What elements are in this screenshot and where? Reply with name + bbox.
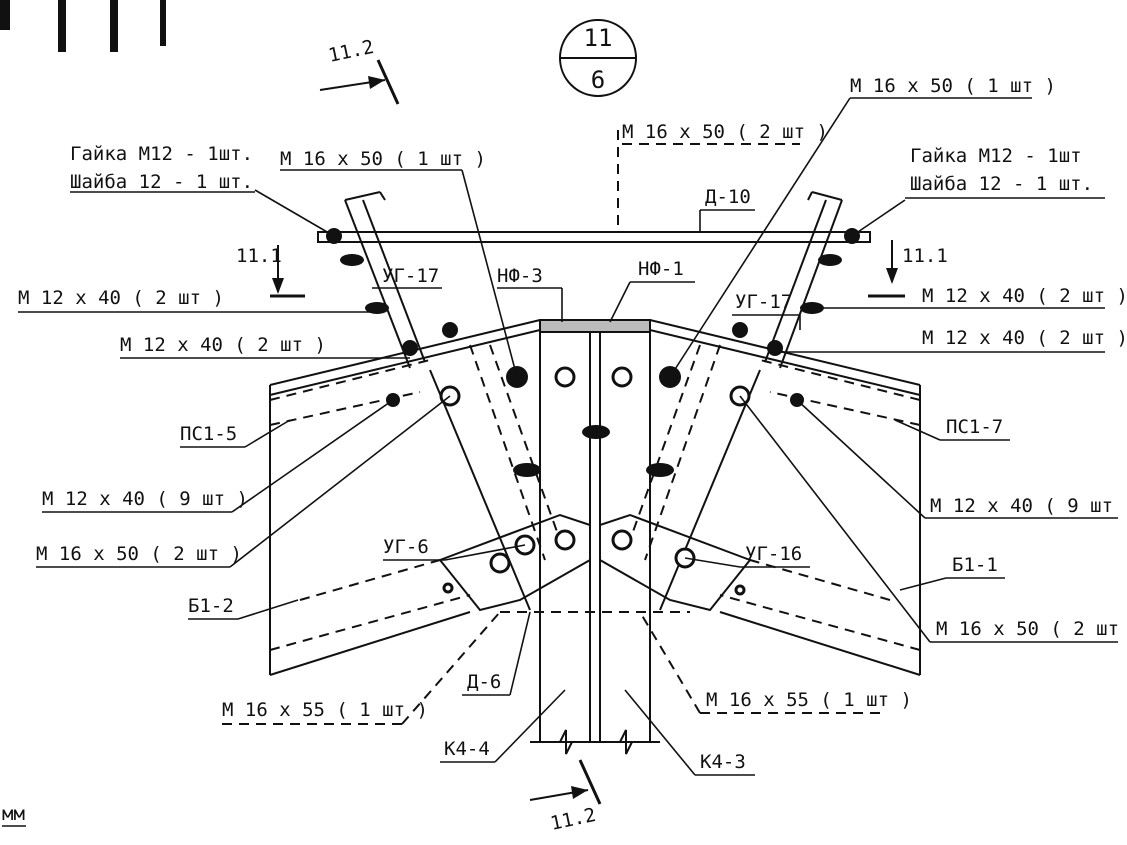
note-m16x50-2-left: M 16 x 50 ( 2 шт ): [36, 543, 242, 565]
note-m12x40-2-left-a: M 12 x 40 ( 2 шт ): [18, 287, 224, 309]
note-m12x40-2-right-a: M 12 x 40 ( 2 шт ): [922, 285, 1127, 307]
label-m16x55-left: M 16 x 55 ( 1 шт ): [222, 611, 501, 725]
section-mark-11-1-right: 11.1: [868, 240, 948, 298]
note-k4-4: К4-4: [444, 738, 490, 760]
label-m16x50-2-right: M 16 x 50 ( 2 шт ): [739, 395, 1127, 643]
label-m16x50-2-top: M 16 x 50 ( 2 шт ): [622, 121, 828, 145]
corner-note: мм: [2, 803, 26, 827]
section-mark-11-1-left: 11.1: [236, 245, 305, 298]
note-k4-3: К4-3: [700, 751, 746, 773]
columns: [530, 332, 660, 755]
section-mark-11-2-top: 11.2: [319, 36, 400, 105]
label-m12x40-2-left-b: M 12 x 40 ( 2 шт ): [120, 334, 410, 359]
label-k4-4: К4-4: [440, 689, 566, 763]
label-gaika-left: Гайка M12 - 1шт. Шайба 12 - 1 шт.: [70, 143, 335, 237]
label-m12x40-2-right-b: M 12 x 40 ( 2 шт ): [775, 327, 1127, 353]
note-b1-1: Б1-1: [952, 554, 998, 576]
label-ug17-right: УГ-17: [732, 291, 801, 330]
note-d10: Д-10: [705, 186, 751, 208]
note-ug17-left: УГ-17: [382, 265, 439, 287]
note-m16x50-2-top: M 16 x 50 ( 2 шт ): [622, 121, 828, 143]
label-m12x40-2-left-a: M 12 x 40 ( 2 шт ): [18, 287, 377, 313]
left-rafter: [344, 191, 426, 369]
note-m16x55-right: M 16 x 55 ( 1 шт ): [706, 689, 912, 711]
label-gaika-right: Гайка M12 - 1шт Шайба 12 - 1 шт.: [851, 145, 1105, 237]
note-m12x40-9-left: M 12 x 40 ( 9 шт ): [42, 488, 248, 510]
label-ps1-5: ПС1-5: [180, 419, 291, 448]
label-ug17-left: УГ-17: [372, 265, 442, 289]
border-fragment: [0, 0, 166, 52]
note-gaika-right: Гайка M12 - 1шт: [910, 145, 1082, 167]
note-nf1: НФ-1: [638, 258, 684, 280]
section-label-11-2-top: 11.2: [326, 36, 375, 67]
sheet-reference-marker: 11 6: [559, 19, 637, 97]
note-nf3: НФ-3: [497, 265, 543, 287]
label-nf3: НФ-3: [497, 265, 563, 322]
label-m16x50-1-left: M 16 x 50 ( 1 шт ): [280, 148, 518, 378]
note-m16x50-2-right: M 16 x 50 ( 2 шт ): [936, 618, 1127, 640]
note-m16x50-1-right: M 16 x 50 ( 1 шт ): [850, 75, 1056, 97]
label-m12x40-2-right-a: M 12 x 40 ( 2 шт ): [812, 285, 1127, 309]
label-m12x40-9-right: M 12 x 40 ( 9 шт ): [796, 399, 1127, 519]
beam-b1-2: [269, 359, 471, 676]
sheet-reference-bottom: 6: [591, 66, 605, 94]
tie-plate-d10: [317, 130, 871, 243]
label-b1-2: Б1-2: [188, 595, 299, 620]
note-ug6: УГ-6: [383, 536, 429, 558]
note-m16x55-left: M 16 x 55 ( 1 шт ): [222, 699, 428, 721]
note-ps1-5: ПС1-5: [180, 423, 237, 445]
note-m12x40-9-right: M 12 x 40 ( 9 шт ): [930, 495, 1127, 517]
note-d6: Д-6: [467, 671, 501, 693]
label-ug6: УГ-6: [383, 536, 526, 561]
note-m12x40-2-right-b: M 12 x 40 ( 2 шт ): [922, 327, 1127, 349]
note-m12x40-2-left-b: M 12 x 40 ( 2 шт ): [120, 334, 326, 356]
lower-gussets: [438, 513, 752, 613]
beam-b1-1: [719, 359, 921, 676]
section-label-11-1-right: 11.1: [902, 245, 948, 267]
note-shaiba-right: Шайба 12 - 1 шт.: [910, 173, 1093, 195]
sheet-reference-top: 11: [584, 24, 613, 52]
label-m16x55-right: M 16 x 55 ( 1 шт ): [639, 611, 912, 714]
diagonal-braces: [429, 344, 761, 611]
label-k4-3: К4-3: [624, 689, 755, 776]
note-b1-2: Б1-2: [188, 595, 234, 617]
label-b1-1: Б1-1: [899, 554, 1005, 591]
label-nf1: НФ-1: [609, 258, 695, 323]
label-m12x40-9-left: M 12 x 40 ( 9 шт ): [42, 399, 394, 513]
note-gaika-left: Гайка M12 - 1шт.: [70, 143, 253, 165]
label-d10: Д-10: [699, 186, 755, 232]
corner-note-text: мм: [2, 803, 25, 825]
label-m16x50-1-right: M 16 x 50 ( 1 шт ): [669, 75, 1056, 378]
label-m16x50-2-left: M 16 x 50 ( 2 шт ): [36, 395, 451, 568]
right-rafter: [764, 191, 843, 369]
section-label-11-2-bottom: 11.2: [548, 804, 597, 835]
section-label-11-1-left: 11.1: [236, 245, 282, 267]
note-ps1-7: ПС1-7: [946, 416, 1003, 438]
label-d6: Д-6: [462, 611, 531, 696]
label-ps1-7: ПС1-7: [894, 416, 1010, 441]
note-m16x50-1-left: M 16 x 50 ( 1 шт ): [280, 148, 486, 170]
section-mark-11-2-bottom: 11.2: [529, 759, 602, 835]
label-ug16: УГ-16: [684, 543, 810, 568]
note-shaiba-left: Шайба 12 - 1 шт.: [70, 171, 253, 193]
note-ug17-right: УГ-17: [735, 291, 792, 313]
note-ug16: УГ-16: [745, 543, 802, 565]
